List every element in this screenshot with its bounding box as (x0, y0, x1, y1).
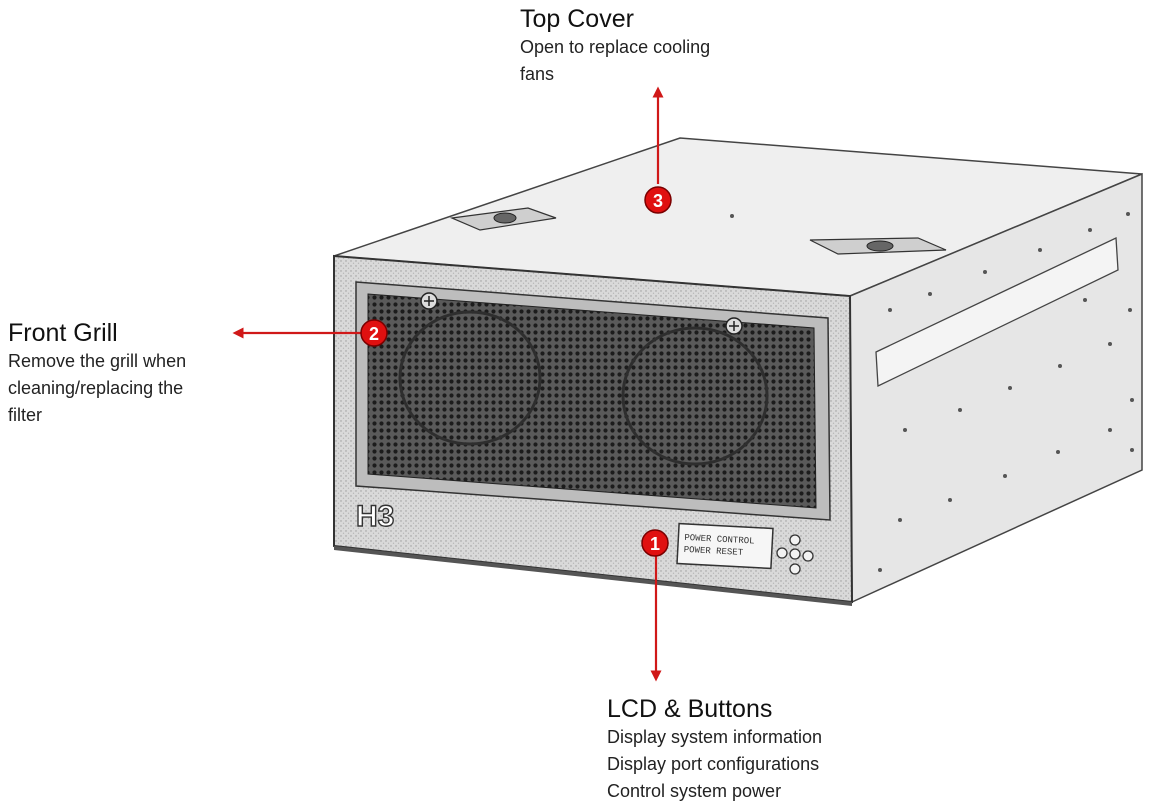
latch-screw-left (493, 212, 517, 224)
chassis: H3 POWER CONTROL POWER RESET (333, 137, 1143, 606)
callout-desc-line: Control system power (607, 781, 782, 801)
callout-desc-line: Open to replace cooling (520, 37, 711, 57)
callout-title: Front Grill (8, 319, 118, 347)
callout-desc-line: fans (520, 64, 555, 84)
lcd-display (676, 522, 774, 570)
device-logo: H3 (356, 500, 394, 533)
callout-front-grill: Front Grill Remove the grill when cleani… (8, 318, 186, 429)
marker-3: 3 (644, 186, 672, 214)
callout-lcd-buttons: LCD & Buttons Display system information… (607, 694, 822, 805)
marker-1: 1 (641, 529, 669, 557)
button-center[interactable] (789, 548, 801, 560)
button-left[interactable] (776, 547, 788, 559)
control-buttons[interactable] (776, 534, 814, 575)
svg-text:2: 2 (369, 324, 379, 344)
callout-desc-line: Display system information (607, 727, 823, 747)
callout-top-cover: Top Cover Open to replace cooling fans (520, 4, 710, 88)
marker-2: 2 (360, 319, 388, 347)
svg-text:1: 1 (650, 534, 660, 554)
button-right[interactable] (802, 550, 814, 562)
side-handle-slot (875, 237, 1119, 388)
callout-title: LCD & Buttons (607, 695, 773, 723)
lcd-line-2: POWER RESET (683, 545, 743, 558)
button-up[interactable] (789, 534, 801, 546)
grill-mesh (367, 293, 817, 509)
button-down[interactable] (789, 563, 801, 575)
latch-screw-right (866, 240, 894, 252)
callout-arrows (232, 86, 664, 682)
lcd-line-1: POWER CONTROL (684, 533, 755, 547)
callout-desc-line: filter (8, 405, 43, 425)
callout-desc-line: cleaning/replacing the (8, 378, 184, 398)
callout-desc-line: Remove the grill when (8, 351, 187, 371)
callout-desc-line: Display port configurations (607, 754, 820, 774)
callout-title: Top Cover (520, 5, 634, 33)
svg-text:3: 3 (653, 191, 663, 211)
side-vent-holes (878, 212, 1134, 572)
